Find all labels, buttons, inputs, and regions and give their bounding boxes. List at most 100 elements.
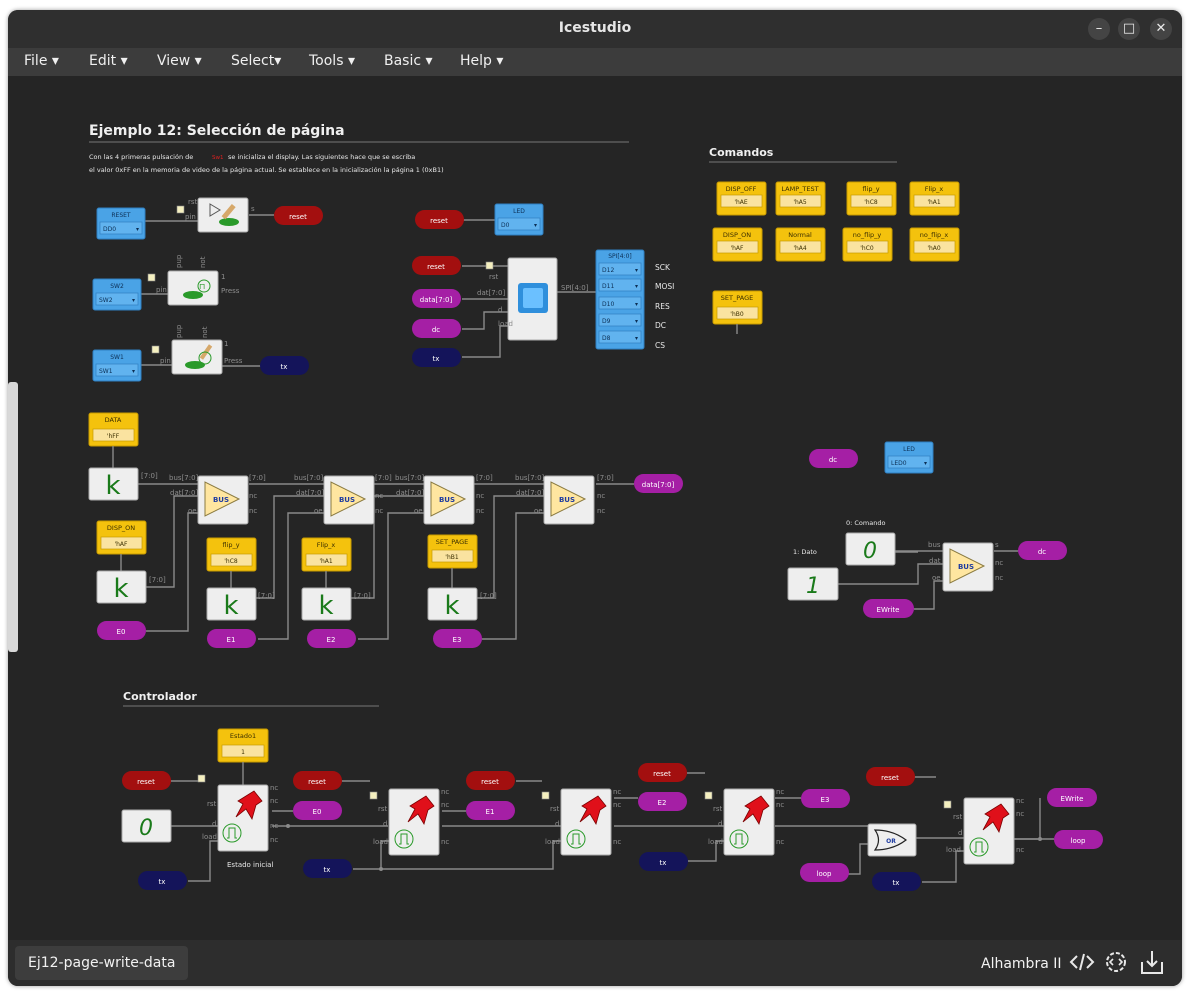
- const-flip-x[interactable]: Flip_x 'hA1: [301, 537, 352, 572]
- svg-text:SCK: SCK: [655, 263, 671, 272]
- bit-1-block[interactable]: 1: [787, 567, 839, 601]
- k-block-flip-x[interactable]: k [7:0]: [301, 587, 371, 621]
- const-set-page[interactable]: SET_PAGE 'hB1: [427, 534, 478, 569]
- tag-data70-out[interactable]: data[7:0]: [634, 474, 683, 493]
- menu-basic[interactable]: Basic ▾: [384, 53, 433, 69]
- gear-code-icon[interactable]: [1102, 948, 1130, 976]
- menu-select[interactable]: Select▾: [231, 53, 282, 69]
- command-flip-x[interactable]: Flip_x 'hA1: [909, 181, 960, 216]
- k-block-disp-on[interactable]: k [7:0]: [96, 570, 166, 604]
- command-lamp-test[interactable]: LAMP_TEST 'hA5: [775, 181, 826, 216]
- or-gate[interactable]: OR: [867, 823, 917, 857]
- svg-text:1: 1: [806, 574, 820, 599]
- svg-text:'hA1: 'hA1: [927, 199, 941, 206]
- command-disp-off[interactable]: DISP_OFF 'hAE: [716, 181, 767, 216]
- bus-block-3[interactable]: BUS bus[7:0] dat[7:0] oe [7:0] nc nc: [395, 474, 493, 525]
- tag-tx-c2[interactable]: tx: [303, 859, 352, 878]
- tag-dc-3[interactable]: dc: [1018, 541, 1067, 560]
- svg-text:rst: rst: [207, 800, 217, 808]
- tag-e2-2[interactable]: E2: [638, 792, 687, 811]
- bus-block-1[interactable]: BUS bus[7:0] dat[7:0] oe [7:0] nc nc: [169, 474, 266, 525]
- input-sw2[interactable]: SW2 SW2 ▾: [92, 278, 142, 311]
- output-led-d0[interactable]: LED D0 ▾: [494, 203, 544, 236]
- command-set-page[interactable]: SET_PAGE 'hB0: [712, 290, 763, 325]
- menu-edit[interactable]: Edit ▾: [89, 53, 128, 69]
- command-no-flip-y[interactable]: no_flip_y 'hC0: [842, 227, 893, 262]
- spi-controller-block[interactable]: rst dat[7:0] d load SPI[4:0]: [477, 257, 589, 341]
- k-block-data[interactable]: k [7:0]: [88, 467, 158, 501]
- bus-block-4[interactable]: BUS bus[7:0] dat[7:0] oe [7:0] nc nc: [515, 474, 614, 525]
- tag-reset-3[interactable]: reset: [412, 256, 461, 275]
- tag-loop-2[interactable]: loop: [1054, 830, 1103, 849]
- side-panel-handle[interactable]: [8, 382, 18, 652]
- bit-0-block-controller[interactable]: 0: [121, 809, 172, 843]
- output-spi[interactable]: SPI[4:0] D12 ▾ D11 ▾ D10 ▾ D9 ▾ D8 ▾: [595, 249, 645, 350]
- tag-ewrite-1[interactable]: EWrite: [863, 599, 914, 618]
- file-tab[interactable]: Ej12-page-write-data: [15, 946, 189, 980]
- menu-help[interactable]: Help ▾: [460, 53, 504, 69]
- tag-reset-c5[interactable]: reset: [866, 767, 915, 786]
- tag-dc-1[interactable]: dc: [412, 319, 461, 338]
- bit-0-block[interactable]: 0: [845, 532, 896, 566]
- tag-dc-2[interactable]: dc: [809, 449, 858, 468]
- tag-data70[interactable]: data[7:0]: [412, 289, 461, 308]
- tag-tx-c4[interactable]: tx: [872, 872, 921, 891]
- state-register-3[interactable]: rst d load nc nc nc: [704, 788, 784, 856]
- code-icon[interactable]: [1068, 948, 1096, 976]
- menu-tools[interactable]: Tools ▾: [309, 53, 355, 69]
- input-reset[interactable]: RESET DD0 ▾: [96, 207, 146, 240]
- const-estado1[interactable]: Estado1 1: [217, 728, 269, 763]
- state-register-0[interactable]: rst d load nc nc nc nc: [197, 774, 278, 852]
- const-disp-on[interactable]: DISP_ON 'hAF: [96, 520, 147, 555]
- tag-e3-2[interactable]: E3: [801, 789, 850, 808]
- close-button[interactable]: ✕: [1150, 18, 1172, 40]
- maximize-button[interactable]: □: [1118, 18, 1140, 40]
- command-no-flip-x[interactable]: no_flip_x 'hA0: [909, 227, 960, 262]
- const-flip-y[interactable]: flip_y 'hC8: [206, 537, 257, 572]
- tag-reset-c4[interactable]: reset: [638, 763, 687, 782]
- svg-text:no_flip_x: no_flip_x: [920, 231, 949, 239]
- minimize-button[interactable]: –: [1088, 18, 1110, 40]
- command-flip-y[interactable]: flip_y 'hC8: [846, 181, 897, 216]
- tag-tx-2[interactable]: tx: [412, 348, 461, 367]
- tag-tx-1[interactable]: tx: [260, 356, 309, 375]
- tag-tx-c1[interactable]: tx: [138, 871, 187, 890]
- state-register-1[interactable]: rst d load nc nc nc: [369, 788, 449, 856]
- input-sw1[interactable]: SW1 SW1 ▾: [92, 349, 142, 382]
- download-icon[interactable]: [1138, 948, 1166, 976]
- sw1-button-block[interactable]: pin pup not 1 Press: [151, 324, 243, 375]
- tag-ewrite-2[interactable]: EWrite: [1047, 788, 1097, 807]
- svg-text:load: load: [373, 838, 388, 846]
- tag-tx-c3[interactable]: tx: [639, 852, 688, 871]
- tag-e1-1[interactable]: E1: [207, 629, 256, 648]
- design-canvas[interactable]: Ejemplo 12: Selección de página Con las …: [8, 76, 1182, 942]
- const-data[interactable]: DATA 'hFF: [88, 412, 139, 447]
- k-block-set-page[interactable]: k [7:0]: [427, 587, 497, 621]
- tag-reset-c1[interactable]: reset: [122, 771, 171, 790]
- state-register-2[interactable]: rst d load nc nc nc: [541, 788, 621, 856]
- tag-e0-1[interactable]: E0: [97, 621, 146, 640]
- sw2-button-block[interactable]: ⊓ pin pup not 1 Press: [147, 254, 240, 306]
- tag-reset-1[interactable]: reset: [274, 206, 323, 225]
- tag-e0-2[interactable]: E0: [293, 801, 342, 820]
- bus-block-2[interactable]: BUS bus[7:0] dat[7:0] oe [7:0] nc nc: [294, 474, 392, 525]
- tag-loop-1[interactable]: loop: [800, 863, 849, 882]
- menu-view[interactable]: View ▾: [157, 53, 202, 69]
- reset-button-block[interactable]: pin rst s: [176, 197, 255, 233]
- command-normal[interactable]: Normal 'hA4: [775, 227, 826, 262]
- tag-reset-c3[interactable]: reset: [466, 771, 515, 790]
- svg-text:load: load: [202, 833, 217, 841]
- k-block-flip-y[interactable]: k [7:0]: [206, 587, 275, 621]
- state-register-4[interactable]: rst d load nc nc nc: [943, 797, 1024, 865]
- bus-block-dc[interactable]: BUS bus dat oe s nc nc: [928, 541, 1003, 592]
- tag-e3-1[interactable]: E3: [433, 629, 482, 648]
- board-name[interactable]: Alhambra II: [981, 956, 1062, 972]
- output-led-led0[interactable]: LED LED0 ▾: [884, 441, 934, 474]
- tag-e1-2[interactable]: E1: [466, 801, 515, 820]
- command-disp-on[interactable]: DISP_ON 'hAF: [712, 227, 763, 262]
- tag-reset-c2[interactable]: reset: [293, 771, 342, 790]
- tag-reset-2[interactable]: reset: [415, 210, 464, 229]
- menu-file[interactable]: File ▾: [24, 53, 59, 69]
- svg-text:bus[7:0]: bus[7:0]: [169, 474, 199, 482]
- tag-e2-1[interactable]: E2: [307, 629, 356, 648]
